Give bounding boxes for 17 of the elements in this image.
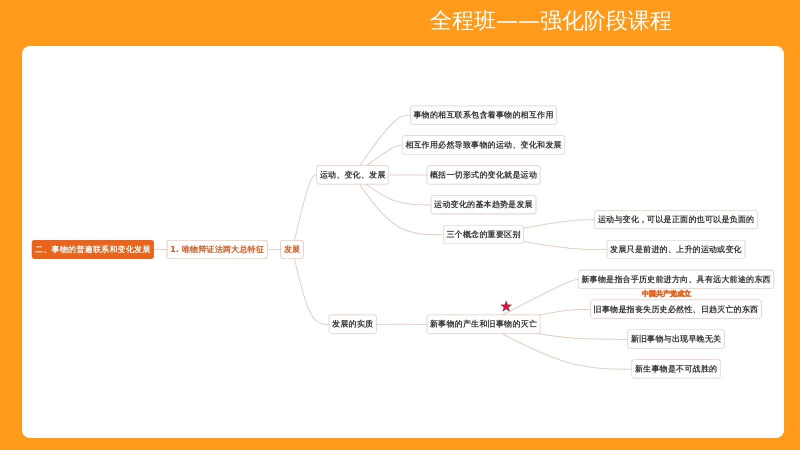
connector — [359, 184, 444, 236]
connector — [366, 144, 403, 166]
connector — [524, 241, 608, 250]
connector — [538, 309, 592, 316]
course-title: 全程班——强化阶段课程 — [430, 8, 672, 36]
connector — [294, 258, 330, 325]
connector — [267, 249, 282, 250]
connector — [366, 184, 432, 206]
connector — [294, 174, 318, 241]
connector — [388, 174, 428, 176]
connector — [154, 249, 168, 250]
connector — [524, 219, 596, 228]
connector — [502, 279, 579, 316]
connector — [376, 324, 428, 325]
connector — [538, 333, 628, 340]
connector — [359, 114, 411, 166]
connector — [502, 333, 632, 370]
